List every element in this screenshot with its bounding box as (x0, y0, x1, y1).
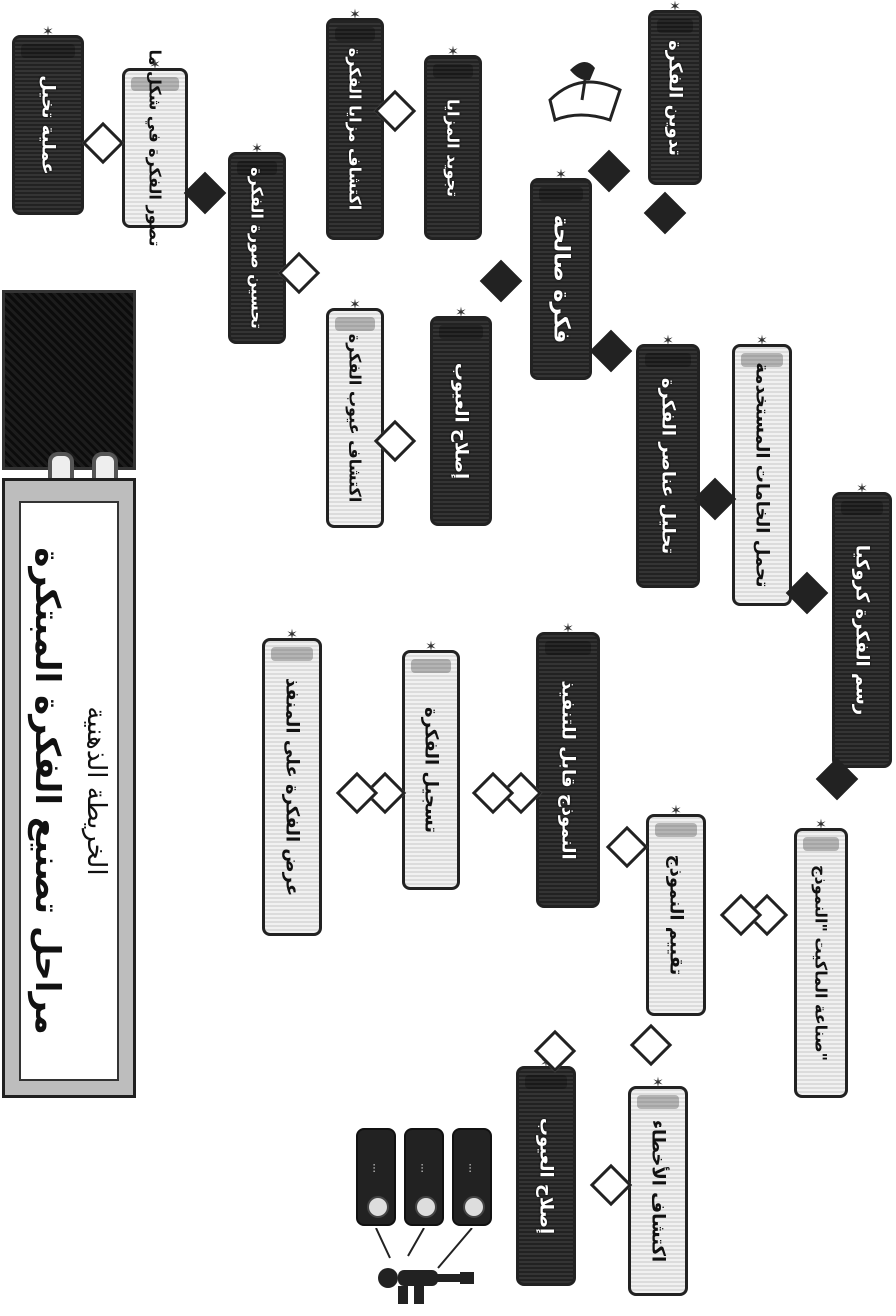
arrow-icon (472, 772, 514, 814)
node-detect-errors: ✶اكتشاف الأخطاء (628, 1086, 688, 1296)
node-draw-idea: ✶رسم الفكرة كروكيا (832, 492, 892, 768)
tag-1: ... (356, 1128, 396, 1226)
arrow-icon (644, 192, 686, 234)
node-materials: ✶تحمل الخامات المستخدمة (732, 344, 792, 606)
node-valid-idea: ✶فكرة صالحة (530, 178, 592, 380)
arrow-icon (630, 1024, 672, 1066)
title-dark-panel (2, 290, 136, 470)
arrow-icon (720, 894, 762, 936)
title-panel: الخريطة الذهنية مراحل تصنيع الفكرة المبت… (2, 478, 136, 1098)
node-brainstorm: ✶عملية تخيل (12, 35, 84, 215)
tag-2: ... (404, 1128, 444, 1226)
node-evaluate-model: ✶تقييم النموذج (646, 814, 706, 1016)
node-model-ready: ✶النموذج قابل للتنفيذ (536, 632, 600, 908)
arrow-icon (606, 826, 648, 868)
person-icon (368, 1228, 488, 1308)
node-improve-image: ✶تحسين صورة الفكرة (228, 152, 286, 344)
title-text: الخريطة الذهنية مراحل تصنيع الفكرة المبت… (27, 547, 111, 1034)
title-inner: الخريطة الذهنية مراحل تصنيع الفكرة المبت… (19, 501, 119, 1081)
node-enhance-merits: ✶تجويد المزايا (424, 55, 482, 240)
node-register-idea: ✶تسجيل الفكرة (402, 650, 460, 890)
node-discover-flaws: ✶اكتشاف عيوب الفكرة (326, 308, 384, 528)
arrow-icon (184, 172, 226, 214)
arrow-icon (82, 122, 124, 164)
arrow-icon (588, 150, 630, 192)
arrow-icon (590, 330, 632, 372)
arrow-icon (694, 478, 736, 520)
page-title: مراحل تصنيع الفكرة المبتكرة (27, 547, 67, 1034)
node-analyze-elements: ✶تحليل عناصر الفكرة (636, 344, 700, 588)
arrow-icon (336, 772, 378, 814)
node-present-idea: ✶عرض الفكرة على المنفذ (262, 638, 322, 936)
arrow-icon (590, 1164, 632, 1206)
writing-bird-illustration (540, 40, 630, 130)
arrow-icon (480, 260, 522, 302)
node-discover-merits: ✶اكتشاف مزايا الفكرة (326, 18, 384, 240)
title-line-1: الخريطة الذهنية (81, 547, 111, 1034)
node-record-idea: ✶تدوين الفكرة (648, 10, 702, 185)
arrow-icon (786, 572, 828, 614)
node-fix-defects: ✶إصلاح العيوب (516, 1066, 576, 1286)
node-imagine-shape: ✶تصور الفكرة في شكل ما (122, 68, 188, 228)
node-make-model: ✶صناعة الماكيت "النموذج" (794, 828, 848, 1098)
node-fix-flaws: ✶إصلاح العيوب (430, 316, 492, 526)
tag-3: ... (452, 1128, 492, 1226)
